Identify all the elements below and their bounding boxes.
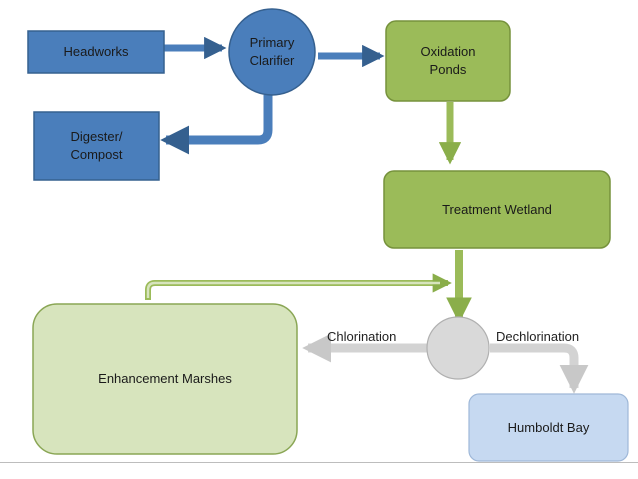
headworks-box — [27, 30, 165, 74]
oxidation-ponds-box — [385, 20, 511, 102]
digester-compost-box — [33, 111, 160, 181]
primary-clarifier-circle — [228, 8, 316, 96]
arrow-clarifier-to-digester — [160, 95, 273, 155]
dechlorination-label: Dechlorination — [496, 329, 580, 344]
enhancement-marshes-box — [32, 303, 298, 455]
chlorination-label: Chlorination — [327, 329, 397, 344]
junction-circle — [426, 316, 490, 380]
humboldt-bay-box — [468, 393, 629, 462]
arrow-marshes-return-inner — [146, 281, 440, 298]
bottom-divider — [0, 462, 638, 463]
arrow-marshes-return — [145, 273, 452, 300]
arrow-dechlorination — [490, 343, 589, 394]
treatment-wetland-box — [383, 170, 611, 249]
